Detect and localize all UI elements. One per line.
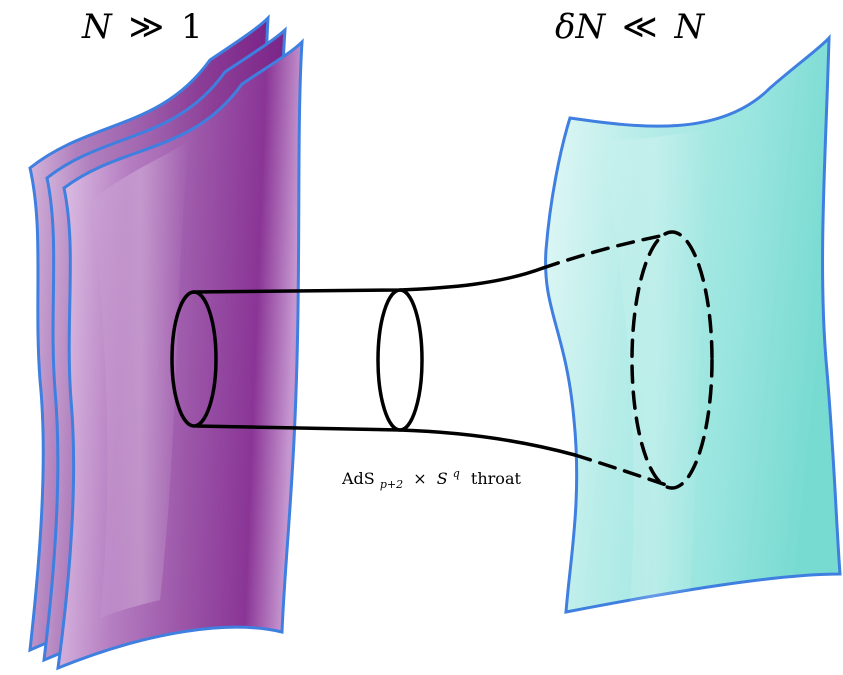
left-label: N ≫ 1 bbox=[81, 7, 203, 47]
right-label-n: N bbox=[673, 7, 705, 47]
throat-label-ads: AdS bbox=[341, 469, 375, 488]
throat-end-dashed-ellipse bbox=[630, 230, 714, 490]
throat-label-superscript: q bbox=[453, 467, 460, 480]
right-label: δN ≪ N bbox=[555, 7, 705, 47]
brane-stack bbox=[28, 14, 304, 671]
throat-bottom-edge bbox=[194, 424, 577, 457]
throat-label-s: S bbox=[437, 469, 448, 488]
right-label-relation: ≪ bbox=[622, 7, 658, 47]
throat-bottom-dashed bbox=[573, 453, 674, 489]
probe-brane bbox=[544, 33, 842, 614]
left-label-n: N bbox=[81, 7, 113, 47]
right-label-delta-n: δN bbox=[555, 7, 606, 47]
left-label-relation: ≫ bbox=[129, 7, 165, 47]
throat-top-dashed bbox=[541, 233, 667, 270]
throat-label-subscript: p+2 bbox=[380, 478, 403, 491]
left-label-one: 1 bbox=[181, 7, 203, 47]
throat bbox=[170, 230, 714, 490]
throat-mid-ellipse bbox=[376, 288, 424, 432]
throat-label-times: × bbox=[413, 469, 426, 488]
throat-label-word: throat bbox=[471, 469, 522, 488]
throat-label: AdS p+2 × S q throat bbox=[341, 462, 521, 492]
throat-top-edge bbox=[191, 266, 545, 294]
brane-sheet-highlight bbox=[92, 140, 190, 618]
throat-mouth-ellipse bbox=[170, 290, 218, 428]
